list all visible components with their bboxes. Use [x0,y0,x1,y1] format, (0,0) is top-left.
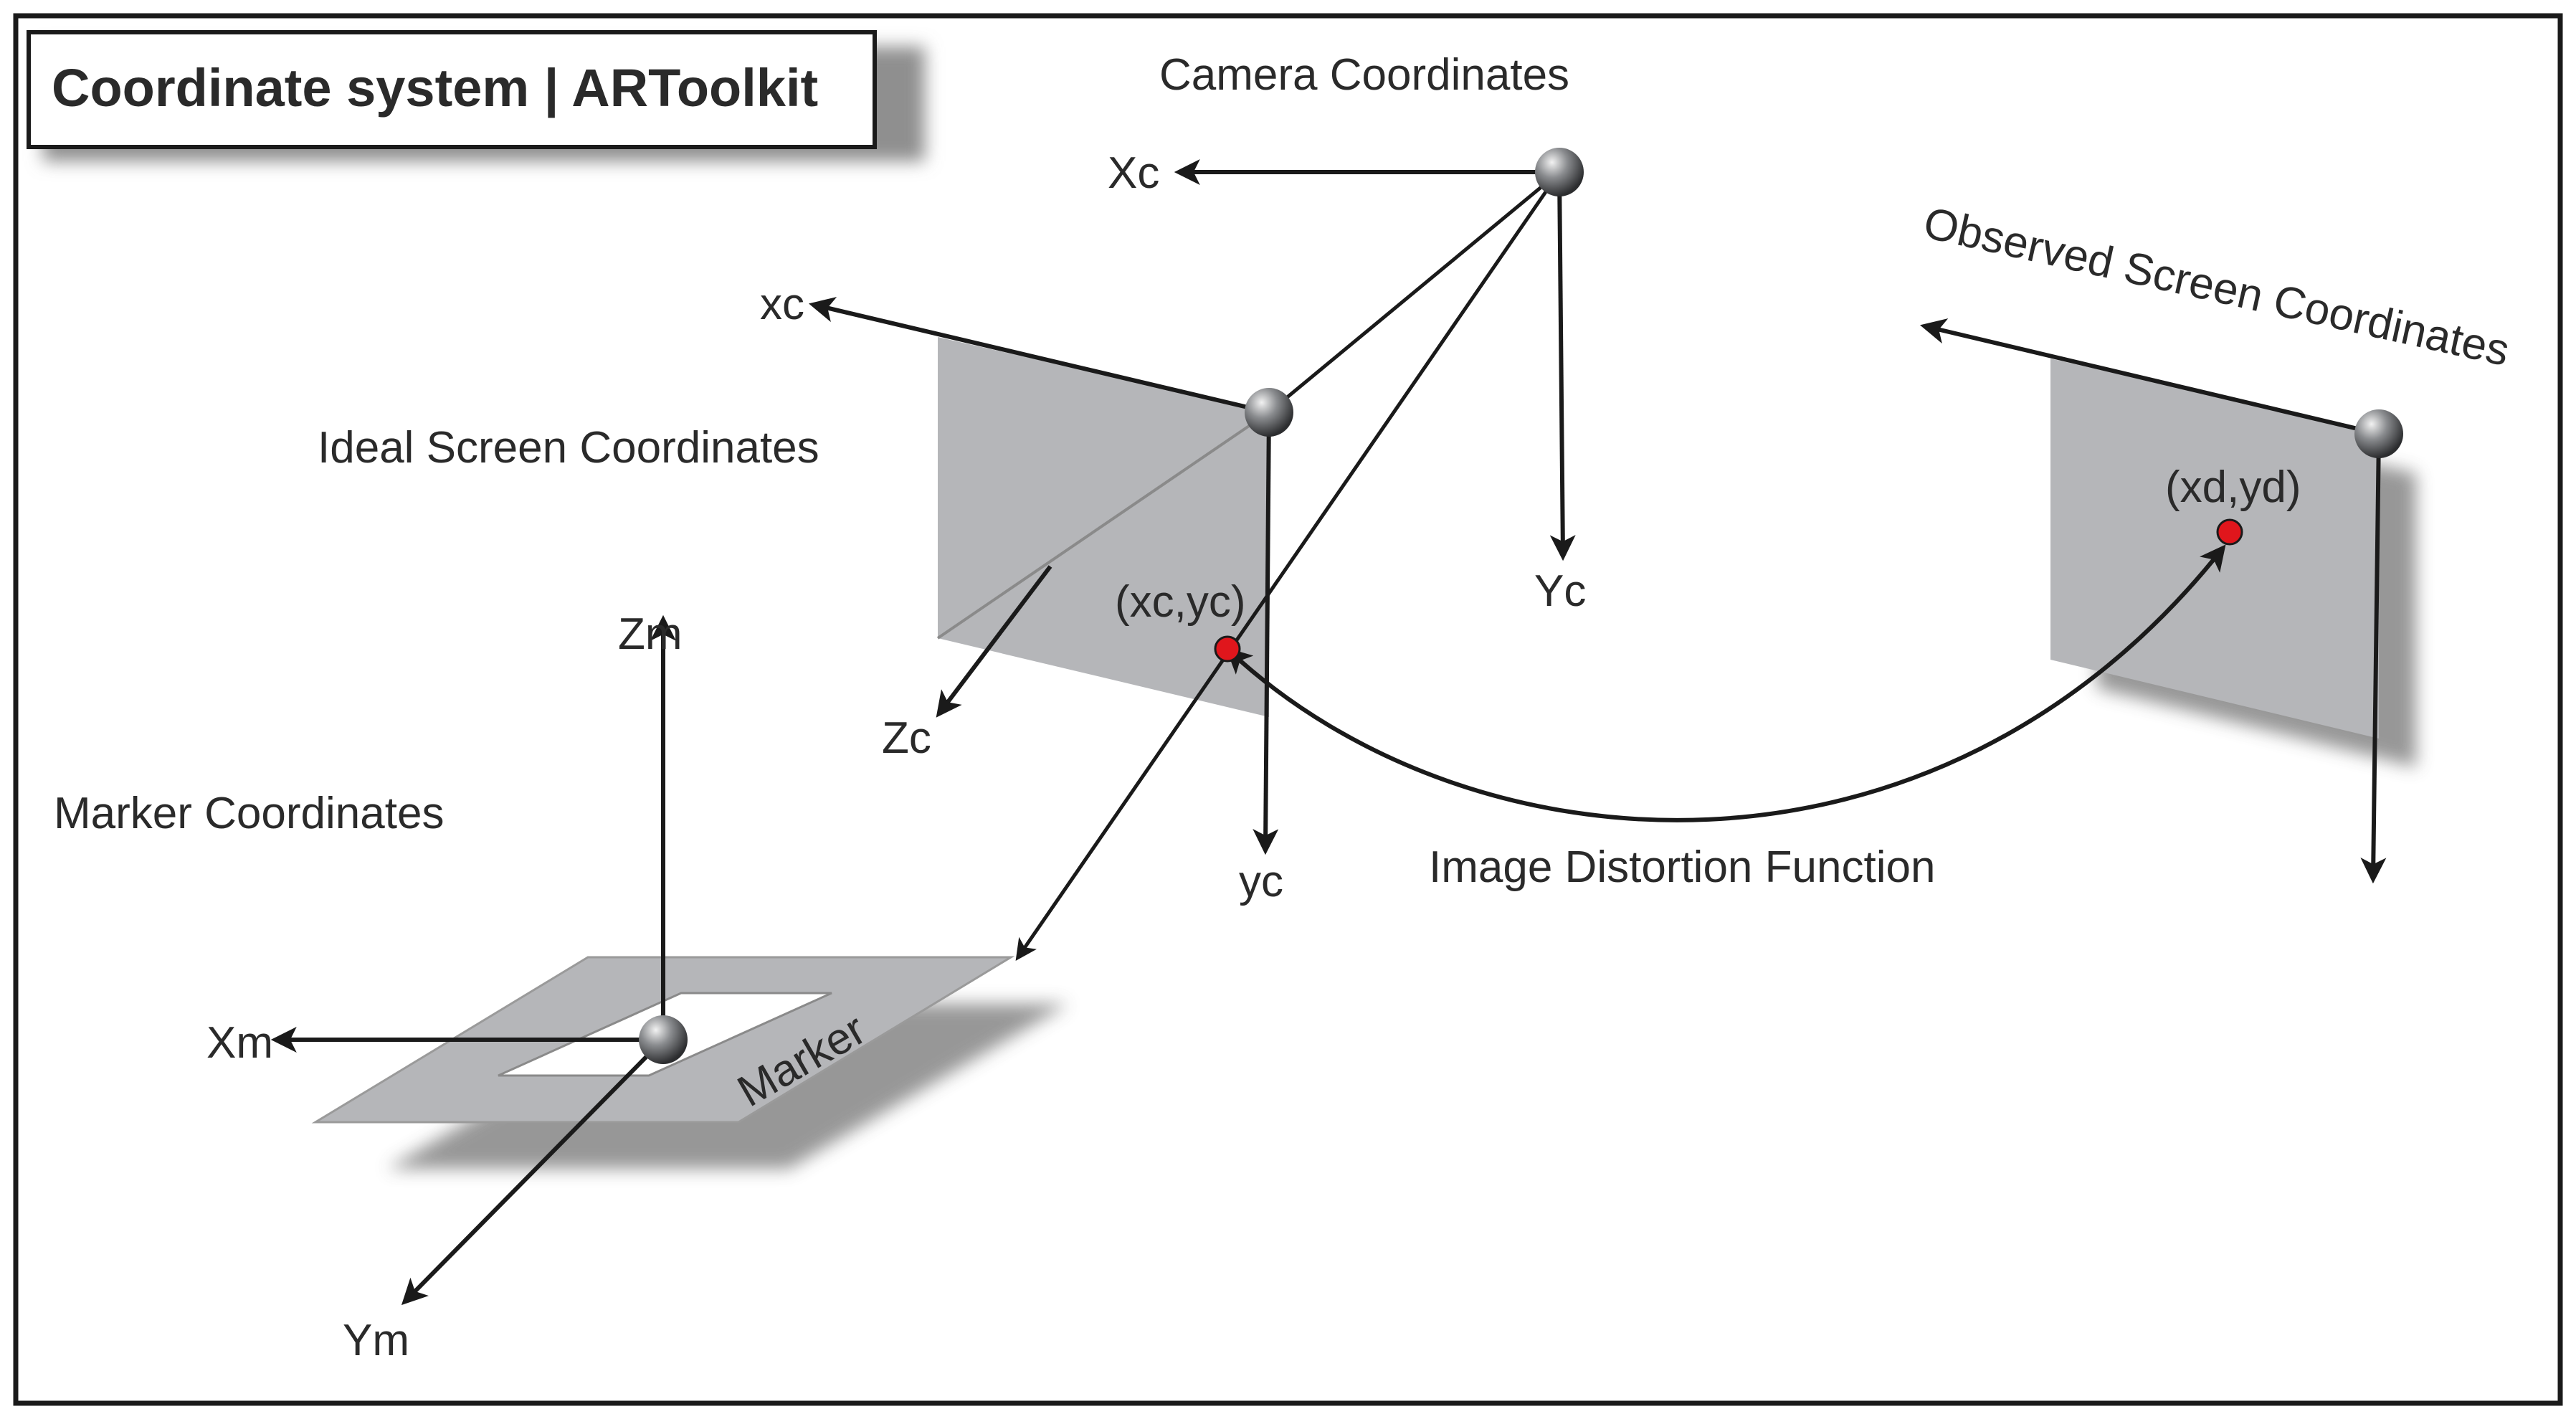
observed-point [2216,518,2243,546]
marker-axes [270,614,676,1306]
image-distortion-curve [1225,544,2226,822]
axis-label-Xc: Xc [1108,148,1159,198]
camera-axes [1174,159,1576,561]
axis-label-Zc: Zc [882,713,931,763]
diagram-title: Coordinate system | ARToolkit [52,58,818,118]
ideal-screen-coordinates-label: Ideal Screen Coordinates [318,423,819,473]
observed-screen-axes [1919,318,2387,884]
title-box: Coordinate system | ARToolkit [27,30,925,161]
ideal-point-label: (xc,yc) [1115,577,1246,627]
camera-coordinates-label: Camera Coordinates [1159,50,1569,100]
axis-label-Zm: Zm [618,609,683,659]
camera-origin-sphere [1535,148,1584,196]
axis-label-Xm: Xm [206,1018,273,1068]
axis-label-Ym: Ym [343,1316,409,1365]
observed-point-label: (xd,yd) [2165,462,2301,512]
outer-frame [13,13,2563,1406]
marker-origin-sphere [639,1015,688,1064]
ideal-screen-origin-sphere [1245,388,1293,437]
marker-coordinates-label: Marker Coordinates [54,789,444,838]
observed-screen-origin-sphere [2354,409,2403,458]
image-distortion-function-label: Image Distortion Function [1429,843,1935,892]
axis-label-yc: yc [1239,857,1283,906]
ideal-point [1214,635,1241,663]
ideal-screen-plane [936,337,1270,717]
axis-label-Yc: Yc [1534,566,1586,616]
axis-label-xc: xc [760,280,804,329]
